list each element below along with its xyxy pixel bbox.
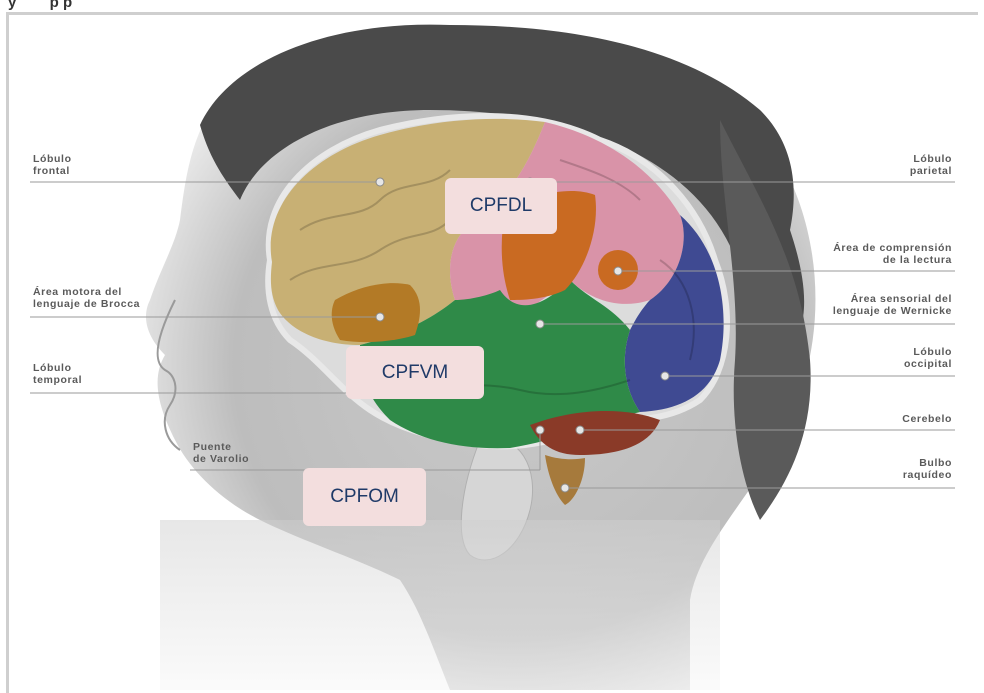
label-lobulo-temporal: Lóbulo temporal (33, 362, 82, 386)
callout-cpfvm: CPFVM (346, 346, 484, 399)
callout-cpfom: CPFOM (303, 468, 426, 526)
label-area-brocca: Área motora del lenguaje de Brocca (33, 286, 140, 310)
label-area-lectura: Área de comprensión de la lectura (833, 242, 952, 266)
label-bulbo-raquideo: Bulbo raquídeo (903, 457, 952, 481)
callout-cpfdl: CPFDL (445, 178, 557, 234)
label-cerebelo: Cerebelo (902, 413, 952, 425)
label-lobulo-parietal: Lóbulo parietal (910, 153, 952, 177)
label-lobulo-occipital: Lóbulo occipital (904, 346, 952, 370)
label-lobulo-frontal: Lóbulo frontal (33, 153, 72, 177)
label-puente-varolio: Puente de Varolio (193, 441, 249, 465)
label-area-wernicke: Área sensorial del lenguaje de Wernicke (833, 293, 952, 317)
